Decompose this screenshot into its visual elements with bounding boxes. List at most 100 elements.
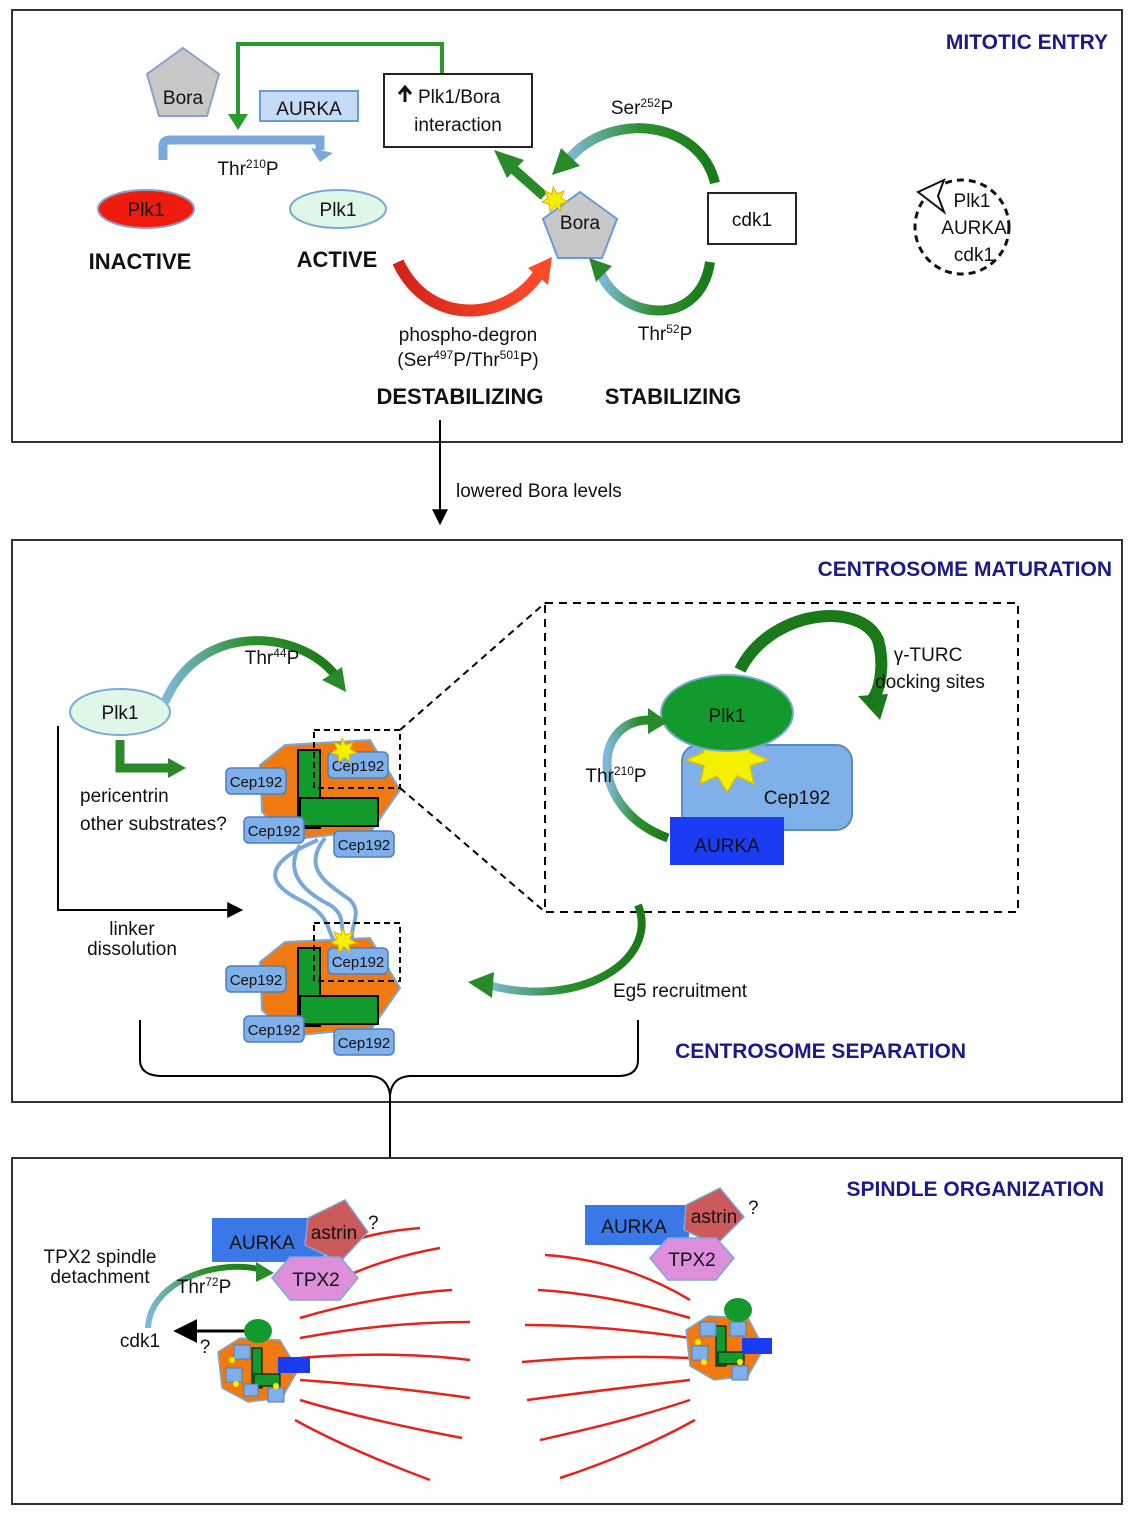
zoom-plk1: Plk1 bbox=[660, 674, 794, 752]
right-tpx2-label: TPX2 bbox=[668, 1250, 716, 1271]
right-astrin: astrin bbox=[683, 1187, 746, 1246]
pericentrin-arrow bbox=[115, 740, 186, 778]
centrosome-top: Cep192 Cep192 Cep192 Cep192 bbox=[225, 729, 402, 858]
lowered-bora-label: lowered Bora levels bbox=[456, 481, 622, 502]
linker-arrow bbox=[57, 726, 244, 918]
right-astrin-label: astrin bbox=[691, 1207, 737, 1228]
cdk1-box: cdk1 bbox=[707, 192, 797, 245]
zoom-aurka-label: AURKA bbox=[694, 836, 760, 857]
inactive-label: INACTIVE bbox=[89, 249, 192, 274]
svg-text:Cep192: Cep192 bbox=[338, 837, 391, 854]
right-tpx2: TPX2 bbox=[649, 1237, 735, 1281]
cep192-chip bbox=[243, 1015, 305, 1043]
zoom-plk1-label: Plk1 bbox=[709, 706, 746, 727]
loop-aurka: AURKA bbox=[941, 218, 1007, 239]
loop-cdk1: cdk1 bbox=[954, 245, 994, 266]
svg-text:Cep192: Cep192 bbox=[338, 1035, 391, 1052]
left-tpx2: TPX2 bbox=[271, 1256, 359, 1301]
bora-center-label: Bora bbox=[560, 213, 601, 234]
bora-center-pentagon: Bora bbox=[540, 185, 619, 259]
phospho-star-icon bbox=[540, 185, 570, 214]
svg-text:Cep192: Cep192 bbox=[332, 758, 385, 775]
thr52p-label: Thr52P bbox=[638, 322, 693, 345]
cep192-chip bbox=[333, 830, 395, 858]
left-tpx2-label: TPX2 bbox=[292, 1270, 340, 1291]
linker-label1: linker bbox=[109, 919, 155, 940]
centrosome-bottom: Cep192 Cep192 Cep192 Cep192 bbox=[225, 922, 402, 1056]
gamma-turc-label: γ-TURC bbox=[894, 645, 963, 666]
right-aurka: AURKA bbox=[585, 1205, 689, 1245]
centrosome-plk1: Plk1 bbox=[69, 688, 171, 736]
cep192-chip bbox=[225, 965, 287, 993]
loop-arrow-icon bbox=[916, 178, 947, 215]
centrosome-maturation-title: CENTROSOME MATURATION bbox=[818, 558, 1112, 581]
zoom-line-bottom bbox=[399, 787, 546, 913]
phospho-star-icon bbox=[329, 736, 359, 765]
thr210p-label: Thr210P bbox=[217, 157, 278, 180]
zoom-aurka: AURKA bbox=[670, 817, 784, 865]
bora-to-interaction-arrow bbox=[494, 150, 548, 200]
phospho-degron-arrow bbox=[392, 257, 552, 317]
thr72p-arrow bbox=[145, 1262, 274, 1329]
svg-text:Cep192: Cep192 bbox=[230, 774, 283, 791]
cep192-chip bbox=[243, 816, 305, 844]
degron-line2: (Ser497P/Thr501P) bbox=[397, 348, 538, 371]
phospho-star-icon bbox=[329, 926, 359, 955]
left-pole bbox=[217, 1319, 310, 1403]
cdk1-label: cdk1 bbox=[732, 210, 772, 231]
spindle-cdk1: cdk1 bbox=[120, 1331, 160, 1352]
zoom-thr210p-arrow bbox=[602, 708, 670, 843]
svg-text:Cep192: Cep192 bbox=[230, 972, 283, 989]
bora-pentagon: Bora bbox=[145, 46, 221, 117]
active-label: ACTIVE bbox=[297, 247, 378, 272]
brace bbox=[139, 1020, 639, 1160]
pericentrin-label: pericentrin bbox=[80, 786, 169, 807]
gamma-turc-arrow bbox=[734, 610, 888, 720]
eg5-arrow bbox=[468, 903, 646, 998]
linker-label2: dissolution bbox=[87, 939, 177, 960]
feedback-loop: Plk1 AURKA cdk1 bbox=[913, 178, 1011, 276]
feedback-arrow-head bbox=[228, 114, 248, 130]
zoom-source-box bbox=[313, 729, 401, 789]
zoom-line-top bbox=[399, 602, 546, 731]
thr44p-arrow bbox=[160, 636, 346, 704]
thr52p-arrow bbox=[589, 258, 715, 316]
plk1-inactive: Plk1 bbox=[97, 189, 195, 229]
right-pole bbox=[685, 1298, 772, 1381]
svg-text:Cep192: Cep192 bbox=[248, 1022, 301, 1039]
microtubules-right bbox=[521, 1253, 696, 1480]
thr72p-label: Thr72P bbox=[177, 1275, 232, 1298]
interaction-box: Plk1/Bora interaction bbox=[383, 73, 533, 148]
left-astrin: astrin bbox=[304, 1199, 369, 1263]
centrosome-plk1-label: Plk1 bbox=[102, 703, 139, 724]
zoom-cep192-label: Cep192 bbox=[764, 788, 831, 809]
microtubules-left bbox=[294, 1226, 471, 1482]
plk1-inactive-label: Plk1 bbox=[128, 200, 165, 221]
cep192-chip bbox=[327, 947, 389, 975]
degron-line1: phospho-degron bbox=[399, 325, 537, 346]
centrosome-separation-title: CENTROSOME SEPARATION bbox=[675, 1040, 966, 1063]
svg-text:Cep192: Cep192 bbox=[332, 954, 385, 971]
aurka-box: AURKA bbox=[259, 90, 359, 122]
stabilizing-label: STABILIZING bbox=[605, 384, 741, 409]
tpx2-detach-line1: TPX2 spindle bbox=[43, 1247, 156, 1268]
docking-sites-label: docking sites bbox=[875, 672, 985, 693]
spindle-title: SPINDLE ORGANIZATION bbox=[847, 1178, 1104, 1201]
mitotic-entry-title: MITOTIC ENTRY bbox=[946, 31, 1108, 54]
up-arrow-icon bbox=[397, 84, 413, 102]
bottom-dashed-box bbox=[313, 922, 401, 982]
eg5-label: Eg5 recruitment bbox=[613, 981, 748, 1002]
activation-arrow bbox=[158, 135, 333, 162]
ser252p-arrow bbox=[552, 123, 720, 185]
cep192-chip bbox=[225, 767, 287, 795]
interaction-line1: Plk1/Bora bbox=[418, 87, 501, 108]
right-aurka-label: AURKA bbox=[601, 1217, 667, 1238]
plk1-active-label: Plk1 bbox=[320, 200, 357, 221]
destabilizing-label: DESTABILIZING bbox=[376, 384, 543, 409]
left-question: ? bbox=[368, 1213, 379, 1234]
feedback-arrow bbox=[236, 42, 444, 118]
plk1-active: Plk1 bbox=[289, 189, 387, 229]
loop-plk1: Plk1 bbox=[954, 191, 991, 212]
aurka-label: AURKA bbox=[276, 99, 342, 120]
